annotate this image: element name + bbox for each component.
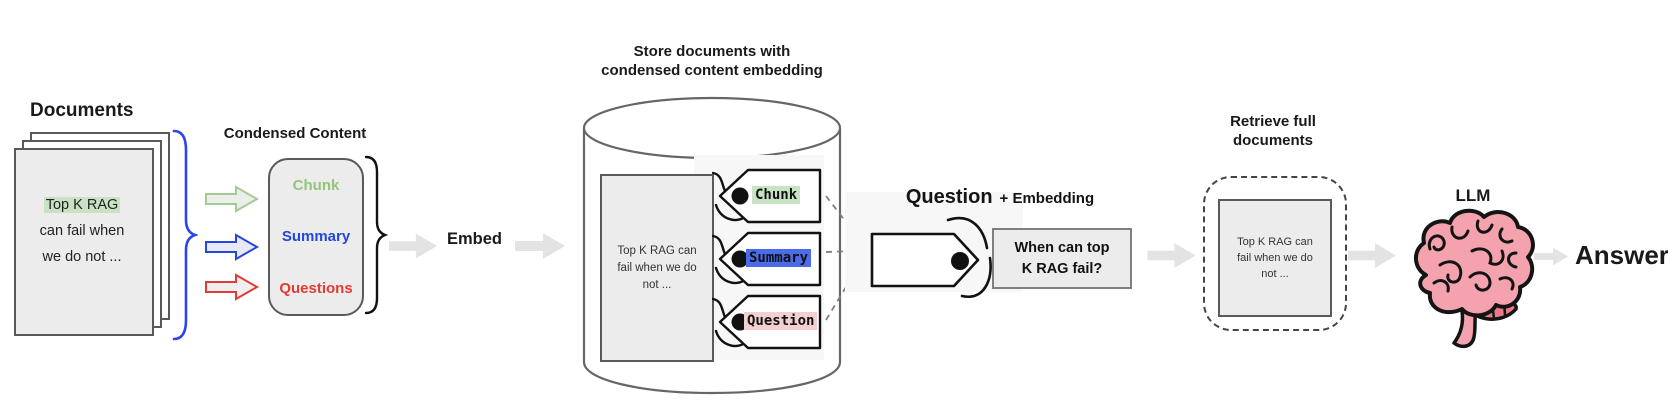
- questions-arrow-icon: [205, 273, 260, 301]
- doc-text-line2: can fail when: [39, 223, 125, 239]
- retrieve-title: Retrieve full documents: [1202, 112, 1344, 150]
- question-box-line1: When can top: [1014, 239, 1110, 256]
- retrieved-doc-line2: fail when we do: [1237, 252, 1313, 264]
- brain-icon: [1414, 208, 1535, 349]
- store-title: Store documents with condensed content e…: [552, 42, 872, 80]
- flow-arrow-icon: [1147, 243, 1196, 268]
- chunk-tag-label: Chunk: [752, 186, 801, 204]
- embedding-heading-label: + Embedding: [999, 190, 1095, 207]
- retrieve-title-line1: Retrieve full: [1230, 113, 1316, 130]
- condensed-chunk-label: Chunk: [292, 177, 340, 195]
- stored-document: Top K RAG can fail when we do not ...: [600, 174, 714, 362]
- retrieved-doc-line3: not ...: [1261, 268, 1289, 280]
- flow-arrow-icon: [1534, 247, 1568, 266]
- condensed-content-title: Condensed Content: [223, 125, 367, 142]
- condensed-content-box: Chunk Summary Questions: [268, 158, 364, 316]
- flow-arrow-icon: [1347, 243, 1397, 268]
- answer-label: Answer: [1575, 240, 1668, 270]
- question-tag-label: Question: [744, 312, 818, 330]
- blue-brace-icon: [172, 129, 198, 341]
- llm-label: LLM: [1455, 186, 1491, 205]
- flow-arrow-icon: [515, 233, 565, 259]
- flow-arrow-icon: [389, 233, 437, 259]
- stored-doc-line1: Top K RAG can: [617, 244, 697, 257]
- embed-label: Embed: [447, 230, 503, 248]
- condensed-questions-label: Questions: [279, 279, 353, 297]
- black-brace-icon: [364, 155, 388, 315]
- document-page-front: [14, 148, 154, 336]
- question-heading-label: Question: [905, 186, 993, 208]
- store-title-line2: condensed content embedding: [601, 62, 823, 79]
- query-tag-icon: [870, 216, 992, 299]
- summary-arrow-icon: [205, 233, 260, 261]
- stored-doc-line2: fail when we do: [617, 261, 697, 274]
- retrieved-document: Top K RAG can fail when we do not ...: [1218, 199, 1332, 317]
- retrieved-documents-container: [1203, 176, 1347, 331]
- store-title-line1: Store documents with: [633, 43, 791, 60]
- document-text: Top K RAG can fail when we do not ...: [16, 192, 148, 270]
- summary-tag-label: Summary: [746, 249, 812, 267]
- retrieve-title-line2: documents: [1232, 132, 1313, 149]
- stored-doc-line3: not ...: [642, 278, 672, 291]
- retrieved-doc-line1: Top K RAG can: [1237, 236, 1313, 248]
- question-text-box: When can top K RAG fail?: [992, 228, 1132, 289]
- doc-text-line3: we do not ...: [42, 249, 122, 265]
- doc-highlight-text: Top K RAG: [43, 197, 121, 213]
- question-box-line2: K RAG fail?: [1021, 260, 1103, 277]
- query-heading: Question + Embedding: [860, 186, 1140, 209]
- condensed-summary-label: Summary: [281, 228, 351, 246]
- documents-title: Documents: [30, 100, 134, 121]
- chunk-arrow-icon: [205, 185, 260, 213]
